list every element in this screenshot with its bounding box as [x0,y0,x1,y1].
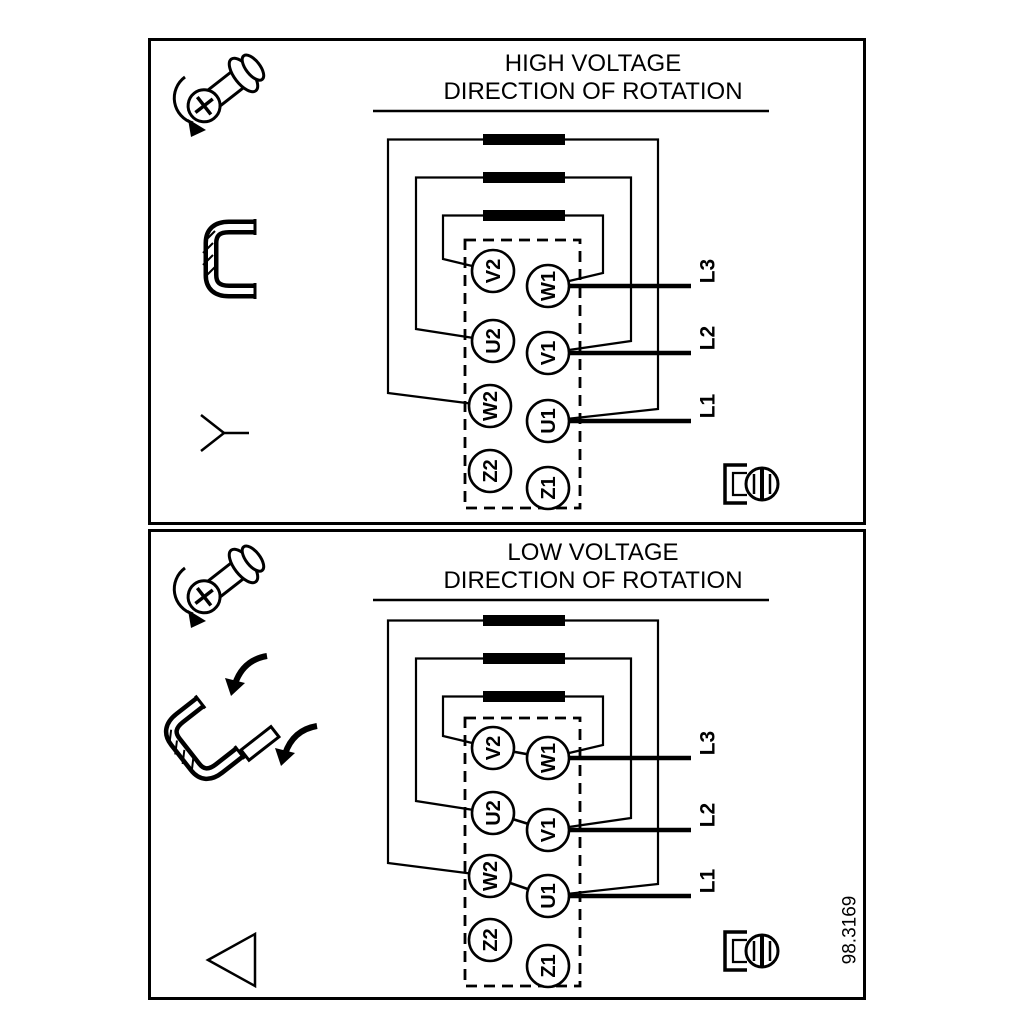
terminal-label: W2 [480,391,502,421]
terminal-label: U2 [483,800,505,826]
terminal-w2: W2 [467,383,513,429]
earth-terminal-icon [723,930,780,972]
supply-label-l2: L2 [696,326,719,351]
screw-rotation-icon [172,45,273,139]
supply-label-l1: L1 [696,393,719,418]
low-voltage-diagram: LOW VOLTAGE DIRECTION OF ROTATION [151,536,861,989]
terminals: V2 U2 W2 Z2 W1 [467,248,571,511]
terminal-label: U1 [538,408,560,434]
terminal-u2: U2 [470,790,516,836]
move-arrow-icon [275,723,318,766]
terminal-w1: W1 [525,263,571,309]
link-removal-icon [154,653,318,791]
terminal-z2: Z2 [467,448,513,494]
supply-label-l1: L1 [696,868,719,893]
low-voltage-panel: LOW VOLTAGE DIRECTION OF ROTATION [148,529,866,1000]
terminal-z1: Z1 [525,465,571,511]
panel-subtitle: DIRECTION OF ROTATION [443,78,742,105]
terminal-z2: Z2 [467,917,513,963]
terminal-label: V1 [538,818,560,842]
terminal-v1: V1 [525,330,571,376]
terminal-w2: W2 [467,853,513,899]
terminal-label: W2 [480,861,502,891]
supply-label-l3: L3 [696,731,719,756]
earth-terminal-icon [723,463,780,505]
star-connection-icon [200,414,249,452]
terminal-board [463,716,582,988]
terminal-label: Z1 [538,954,560,977]
terminal-u1: U1 [525,398,571,444]
terminal-label: W1 [538,271,560,301]
supply-label-l3: L3 [696,259,719,284]
screw-rotation-icon [172,536,273,630]
panel-title: HIGH VOLTAGE [505,50,681,77]
supply-label-l2: L2 [696,803,719,828]
terminals: V2 U2 W2 Z2 W1 [467,725,571,989]
delta-connection-icon [205,931,257,989]
supply-lines [548,283,691,424]
terminal-v1: V1 [525,807,571,853]
terminal-w1: W1 [525,735,571,781]
terminal-link-icon [203,219,255,299]
terminal-z1: Z1 [525,943,571,989]
link-bars [483,134,565,221]
terminal-u1: U1 [525,873,571,919]
terminal-v2: V2 [470,725,516,771]
terminal-u2: U2 [470,318,516,364]
terminal-label: U1 [538,883,560,909]
high-voltage-panel: HIGH VOLTAGE DIRECTION OF ROTATION [148,38,866,525]
panel-subtitle: DIRECTION OF ROTATION [443,567,742,594]
move-arrow-icon [225,653,268,696]
terminal-label: V2 [483,259,505,283]
terminal-label: V1 [538,341,560,365]
terminal-v2: V2 [470,248,516,294]
terminal-label: V2 [483,736,505,760]
high-voltage-diagram: HIGH VOLTAGE DIRECTION OF ROTATION [172,45,780,511]
drawing-number: 98.3169 [840,896,861,965]
terminal-label: Z1 [538,476,560,499]
supply-lines [548,755,691,899]
panel-title: LOW VOLTAGE [507,539,678,566]
terminal-label: Z2 [480,459,502,482]
terminal-label: U2 [483,328,505,354]
terminal-label: W1 [538,743,560,773]
terminal-board [463,238,582,510]
terminal-label: Z2 [480,928,502,951]
link-bars [483,615,565,702]
